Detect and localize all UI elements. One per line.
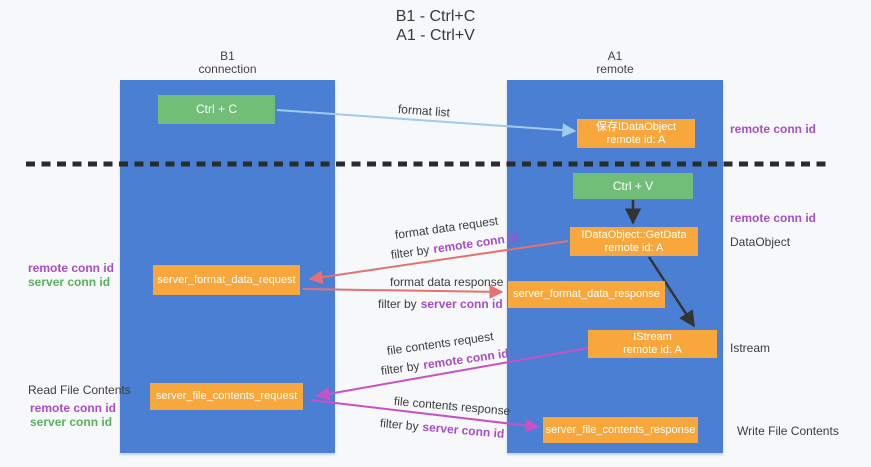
istream-annotation: Istream [730, 341, 771, 355]
remote-conn-id-annotation-top: remote conn id [730, 122, 817, 136]
format-list-label: format list [397, 102, 451, 120]
right-column-header: A1 remote [507, 50, 723, 76]
filter-by-text: filter by [379, 416, 420, 434]
istream-line2: remote id: A [623, 344, 682, 356]
filter-by-text: filter by [390, 242, 431, 262]
saved-idataobject-line1: 保存IDataObject [595, 120, 677, 133]
write-file-contents-annotation: Write File Contents [737, 424, 839, 438]
idataobject-getdata-line1: IDataObject::GetData [581, 228, 687, 241]
read-file-contents-annotation: Read File Contents [28, 383, 131, 397]
right-column-role: remote [596, 62, 634, 76]
ctrl-c-node: Ctrl + C [158, 95, 275, 124]
remote-conn-id-annotation-mid: remote conn id [730, 211, 817, 225]
file-contents-response-label: file contents response [393, 394, 511, 419]
server-format-data-request-node: server_format_data_request [153, 265, 300, 295]
format-data-response-label: format data response [390, 275, 504, 289]
server-file-contents-request-label: server_file_contents_request [155, 390, 298, 402]
server-conn-id-text: server conn id [421, 419, 505, 441]
title-line-2: A1 - Ctrl+V [396, 27, 475, 44]
server-format-data-request-label: server_format_data_request [157, 273, 296, 286]
filter-by-text: filter by [380, 358, 421, 378]
server-file-contents-response-label: server_file_contents_response [545, 423, 696, 436]
server-format-data-response-label: server_format_data_response [513, 288, 660, 300]
diagram-title: B1 - Ctrl+C A1 - Ctrl+V [0, 7, 871, 45]
left-column-name: B1 [220, 49, 235, 63]
ctrl-v-node: Ctrl + V [573, 173, 693, 199]
saved-idataobject-node: 保存IDataObject remote id: A [577, 119, 695, 148]
left-column-role: connection [198, 62, 257, 76]
left-column-header: B1 connection [120, 50, 335, 76]
istream-node: IStream remote id: A [588, 330, 717, 358]
ctrl-c-label: Ctrl + C [195, 102, 237, 116]
idataobject-getdata-node: IDataObject::GetData remote id: A [570, 227, 698, 256]
remote-conn-id-annotation-left-1: remote conn id [28, 261, 115, 275]
istream-line1: IStream [633, 331, 672, 343]
filter-by-text: filter by [378, 297, 417, 311]
server-format-data-response-node: server_format_data_response [508, 281, 665, 308]
server-file-contents-request-node: server_file_contents_request [150, 383, 303, 410]
saved-idataobject-line2: remote id: A [606, 133, 666, 146]
dataobject-annotation: DataObject [730, 235, 791, 249]
ctrl-v-label: Ctrl + V [612, 178, 654, 193]
right-column-name: A1 [607, 49, 623, 63]
title-line-1: B1 - Ctrl+C [395, 8, 476, 25]
server-conn-id-text: server conn id [420, 297, 503, 311]
server-file-contents-response-node: server_file_contents_response [543, 417, 698, 443]
idataobject-getdata-line2: remote id: A [604, 241, 664, 254]
remote-conn-id-annotation-left-2: remote conn id [30, 401, 117, 415]
server-conn-id-annotation-left-2: server conn id [30, 415, 113, 429]
server-conn-id-annotation-left-1: server conn id [28, 275, 111, 289]
